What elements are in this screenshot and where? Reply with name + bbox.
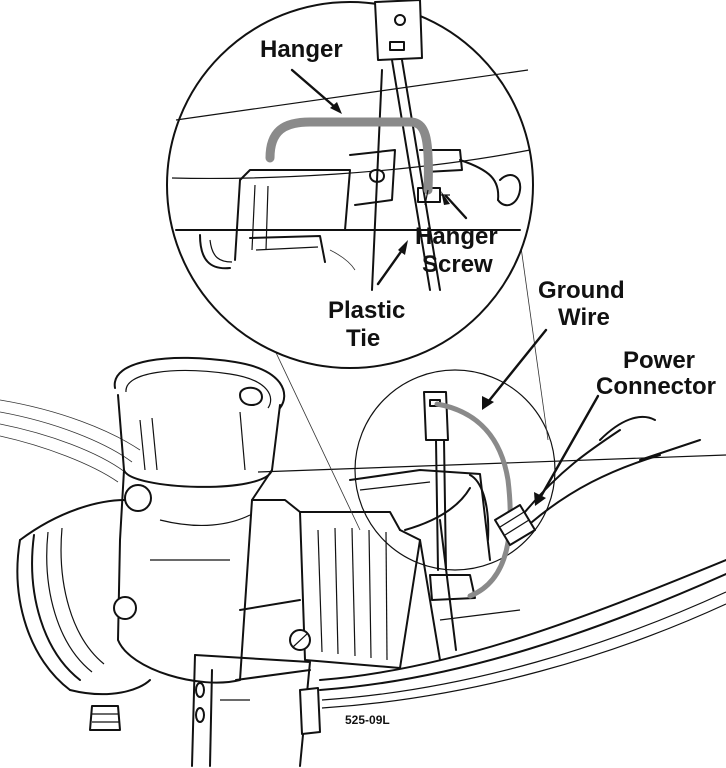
figure-number: 525-09L <box>345 713 390 727</box>
label-hanger: Hanger <box>260 36 343 63</box>
ground-wire <box>434 401 513 599</box>
label-ground-wire-line2: Wire <box>558 304 610 331</box>
label-ground-wire-line1: Ground <box>538 277 625 304</box>
label-hanger-screw-line2: Screw <box>422 251 493 278</box>
label-plastic-tie-line1: Plastic <box>328 297 405 324</box>
power-connector-detail <box>354 369 701 599</box>
power-connector <box>494 415 701 546</box>
pointer-lines <box>290 68 600 506</box>
label-hanger-screw-line1: Hanger <box>415 223 498 250</box>
pump-assembly <box>0 356 726 767</box>
label-power-connector-line1: Power <box>623 347 695 374</box>
hanger-part <box>265 117 433 195</box>
hanger-detail <box>166 0 534 369</box>
label-plastic-tie-line2: Tie <box>346 325 380 352</box>
label-power-connector-line2: Connector <box>596 373 716 400</box>
